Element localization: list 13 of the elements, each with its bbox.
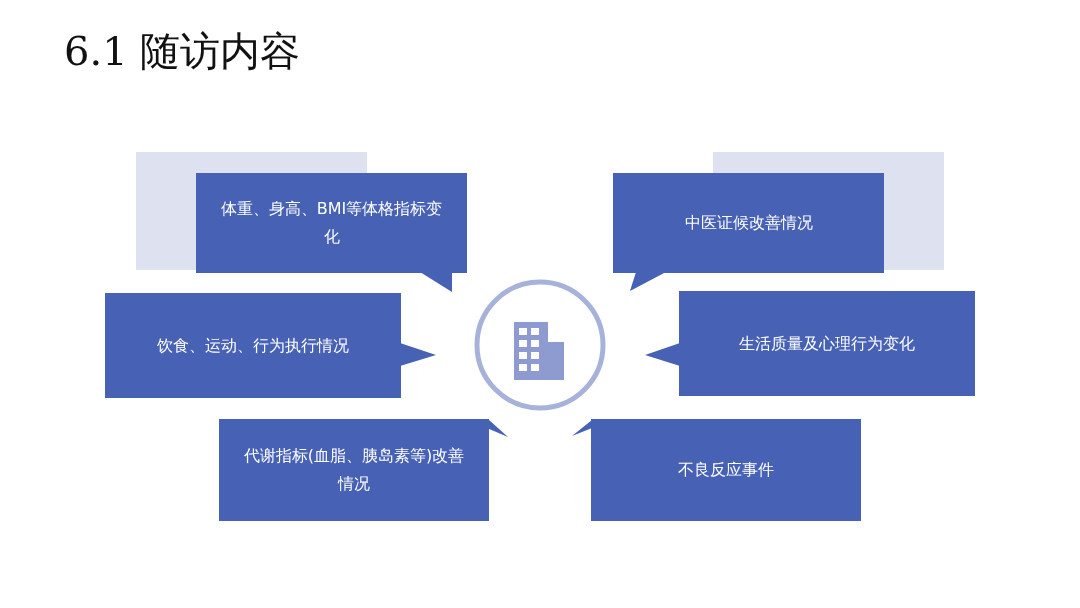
callout-text: 体重、身高、BMI等体格指标变化	[219, 198, 444, 248]
callout-box	[219, 419, 489, 521]
callout-box	[679, 291, 975, 396]
callout-text: 生活质量及心理行为变化	[739, 332, 915, 355]
callout-box	[105, 293, 401, 398]
callout-text: 不良反应事件	[678, 459, 774, 481]
callout-text: 代谢指标(血脂、胰岛素等)改善情况	[242, 445, 466, 495]
callout-box	[591, 419, 861, 521]
callout-box	[613, 173, 884, 273]
slide-title: 6.1 随访内容	[64, 27, 301, 76]
callout-text: 中医证候改善情况	[684, 212, 813, 234]
callout-box	[196, 173, 467, 273]
callout-text: 饮食、运动、行为执行情况	[157, 334, 349, 357]
